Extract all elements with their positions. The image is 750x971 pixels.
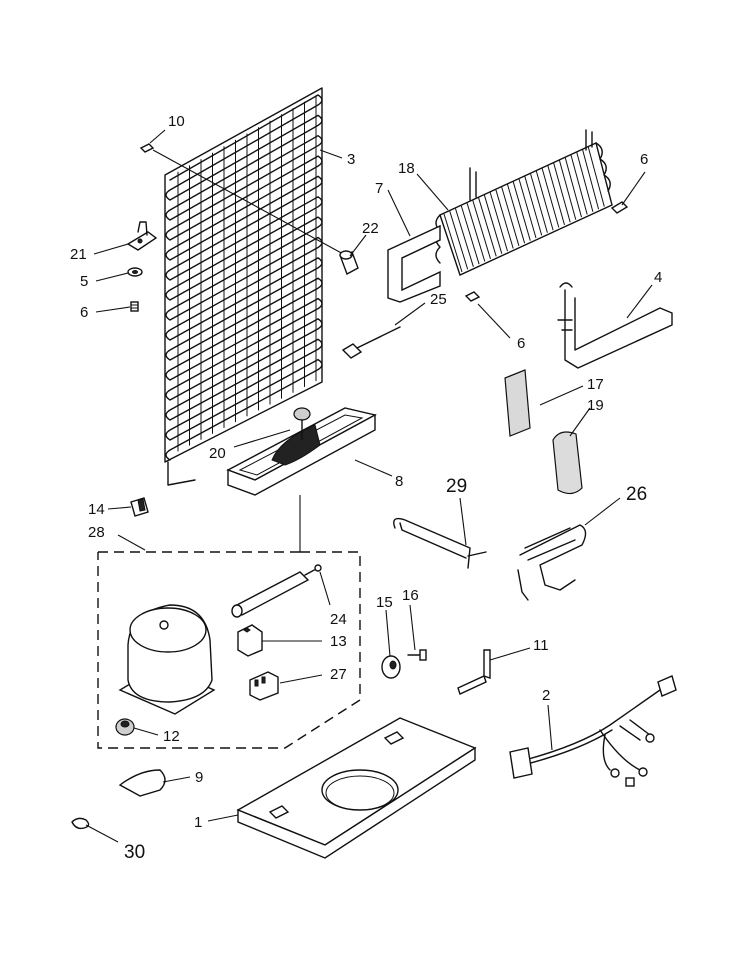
callout-14: 14 — [88, 501, 105, 518]
evaporator-fin — [547, 165, 565, 226]
evaporator-fin — [512, 181, 531, 241]
callout-20: 20 — [209, 445, 226, 462]
callout-5: 5 — [80, 273, 88, 290]
compressor — [118, 604, 216, 715]
screw-6-mid — [464, 291, 481, 302]
callout-3: 3 — [347, 151, 355, 168]
screw-6-top-right — [610, 201, 629, 214]
callout-6-left: 6 — [80, 304, 88, 321]
tube-26 — [517, 524, 587, 601]
evaporator-fin — [507, 184, 526, 244]
callout-30: 30 — [124, 842, 145, 863]
base-plate-1 — [236, 717, 477, 859]
callout-1: 1 — [194, 814, 202, 831]
callout-24: 24 — [330, 611, 347, 628]
evaporator-fin — [495, 189, 514, 249]
evaporator-fin — [518, 178, 537, 239]
tube-29 — [393, 517, 487, 569]
callout-9: 9 — [195, 769, 203, 786]
evaporator-fin — [483, 195, 503, 254]
condenser-coil — [164, 87, 323, 486]
evaporator-fin — [443, 213, 463, 273]
evaporator-fin — [558, 160, 577, 220]
clip-30 — [71, 817, 90, 830]
evaporator-fin — [541, 168, 560, 228]
callout-16: 16 — [402, 587, 419, 604]
bracket-7 — [387, 224, 441, 303]
callout-29: 29 — [446, 476, 467, 497]
callout-15: 15 — [376, 594, 393, 611]
evaporator-fin — [472, 200, 491, 260]
callout-6-top-right: 6 — [640, 151, 648, 168]
capacitor-27 — [249, 671, 279, 701]
clip-14 — [130, 497, 149, 517]
screw-6-left — [130, 301, 139, 312]
drain-trough-20 — [271, 407, 321, 466]
screw-16 — [407, 649, 427, 661]
callout-26: 26 — [626, 484, 647, 505]
callout-19: 19 — [587, 397, 604, 414]
callout-2: 2 — [542, 687, 550, 704]
washer-5 — [127, 267, 143, 277]
callout-4: 4 — [654, 269, 662, 286]
bracket-21 — [126, 221, 158, 251]
callout-labels: 10 3 18 7 6 22 21 5 6 25 6 4 17 19 20 8 … — [70, 113, 662, 863]
evaporator-fin — [455, 208, 474, 267]
evaporator-fin — [489, 192, 508, 252]
leader-lines — [85, 129, 653, 843]
screw-10 — [139, 143, 346, 256]
insulation-19 — [552, 431, 583, 495]
callout-8: 8 — [395, 473, 403, 490]
insulation-17 — [504, 369, 531, 437]
evaporator-fin — [501, 186, 520, 246]
callout-21: 21 — [70, 246, 87, 263]
evaporator-fin — [576, 151, 594, 212]
evaporator-fin — [460, 205, 480, 265]
roller-15 — [381, 655, 401, 679]
callout-27: 27 — [330, 666, 347, 683]
tube-11 — [457, 649, 491, 695]
evaporator-fin — [535, 170, 554, 231]
callout-28: 28 — [88, 524, 105, 541]
callout-6-mid: 6 — [517, 335, 525, 352]
evaporator-fin — [570, 154, 588, 215]
overload-relay-24 — [231, 564, 322, 618]
evaporator-fin — [553, 162, 571, 223]
grommet-22 — [339, 250, 359, 276]
callout-17: 17 — [587, 376, 604, 393]
callout-12: 12 — [163, 728, 180, 745]
callout-18: 18 — [398, 160, 415, 177]
callout-11: 11 — [533, 637, 549, 654]
evaporator-fin — [582, 149, 600, 210]
compressor-kit-28 — [97, 495, 361, 749]
wire-harness-2 — [509, 675, 677, 787]
relay-13 — [237, 624, 263, 657]
evaporator-fin — [478, 197, 497, 257]
evaporator-fin — [530, 173, 548, 233]
heater-4 — [557, 282, 673, 369]
evaporator-fin — [449, 211, 469, 270]
evaporator-18 — [435, 129, 613, 276]
mount-9 — [118, 769, 166, 797]
evaporator-fin — [524, 176, 543, 236]
evaporator-fin — [466, 203, 486, 262]
thermistor-25 — [341, 326, 401, 359]
callout-13: 13 — [330, 633, 347, 650]
callout-10: 10 — [168, 113, 185, 130]
evaporator-fin — [564, 157, 582, 218]
callout-7: 7 — [375, 180, 383, 197]
callout-22: 22 — [362, 220, 379, 237]
evaporator-fin — [587, 146, 605, 207]
callout-25: 25 — [430, 291, 447, 308]
grommet-12 — [115, 718, 135, 736]
